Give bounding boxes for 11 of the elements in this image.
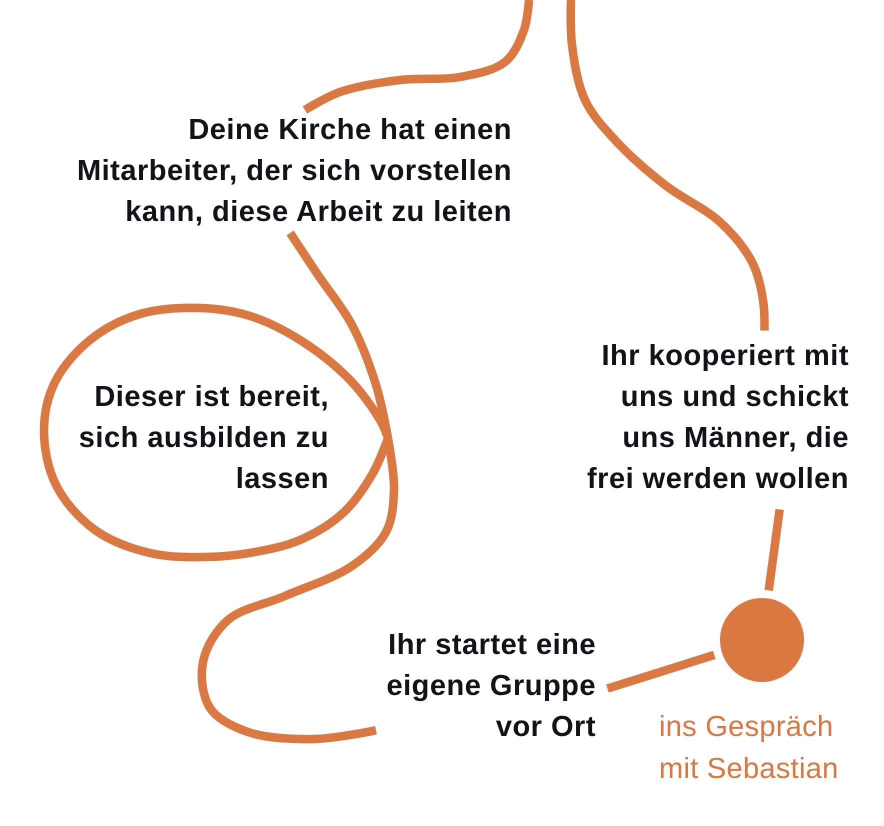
curved-line bbox=[764, 508, 784, 592]
curved-line bbox=[606, 650, 716, 693]
curved-line bbox=[302, 0, 534, 114]
step-text: Ihr kooperiert mit uns und schickt uns Männer, die frei werden wollen bbox=[577, 336, 849, 500]
step-text: Deine Kirche hat einen Mitarbeiter, der sich vorstellen kann, diese Arbeit zu leiten bbox=[62, 110, 512, 233]
step-text: Dieser ist bereit, sich ausbilden zu lassen bbox=[78, 380, 329, 497]
curved-line bbox=[566, 0, 769, 331]
curved-line bbox=[198, 437, 398, 744]
caption-text: ins Gespräch mit Sebastian bbox=[659, 710, 840, 787]
curved-line bbox=[286, 230, 392, 439]
step-text: Ihr startet eine eigene Gruppe vor Ort bbox=[376, 624, 596, 748]
